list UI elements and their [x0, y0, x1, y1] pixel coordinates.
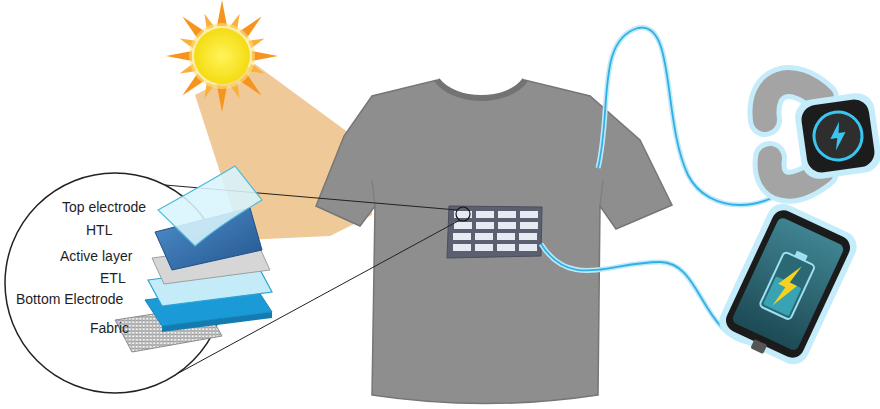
solar-cell	[476, 211, 494, 218]
sun	[166, 0, 278, 112]
layer-stack	[115, 166, 272, 352]
layer-label: Active layer	[60, 248, 132, 264]
shirt-collar	[437, 80, 525, 98]
solar-cell	[520, 222, 538, 229]
solar-cell	[476, 222, 494, 229]
sun-ray	[252, 51, 278, 61]
layer-label: HTL	[86, 222, 112, 238]
layer-label: Fabric	[90, 320, 129, 336]
sun-ray	[217, 86, 227, 112]
sun-ray	[217, 0, 227, 26]
watch-face	[811, 109, 865, 163]
solar-cell	[454, 222, 472, 229]
solar-cell	[453, 244, 471, 251]
solar-cell	[475, 244, 493, 251]
phone-body	[722, 206, 854, 361]
usb-plug	[750, 339, 767, 354]
solar-cell	[519, 233, 537, 240]
watch-case	[800, 98, 877, 175]
phone-screen	[731, 216, 845, 352]
smartwatch	[764, 82, 880, 187]
zoom-marker	[456, 207, 470, 221]
sun-disc	[194, 28, 250, 84]
layer-label: Bottom Electrode	[16, 291, 123, 307]
solar-cell	[497, 233, 515, 240]
solar-cell	[519, 244, 537, 251]
solar-cell	[453, 233, 471, 240]
solar-cell	[475, 233, 493, 240]
t-shirt	[316, 80, 672, 404]
shirt-seam	[372, 180, 603, 206]
phone-glow	[714, 198, 862, 369]
charge-bolt	[769, 260, 806, 311]
panel-cells	[453, 211, 538, 251]
solar-cell	[498, 211, 516, 218]
solar-cell	[498, 222, 516, 229]
sun-glow	[189, 23, 255, 89]
solar-panel	[447, 206, 542, 258]
panel-substrate	[447, 206, 542, 258]
layer-label: Top electrode	[62, 199, 146, 215]
cable-glow	[541, 244, 752, 343]
sun-ray	[166, 51, 192, 61]
solar-cell	[497, 244, 515, 251]
layer-label: ETL	[100, 270, 126, 286]
watch-body	[793, 91, 880, 181]
top-electrode-layer	[158, 166, 262, 246]
battery-icon	[759, 251, 815, 320]
watch-glow	[793, 91, 880, 181]
smartphone	[713, 198, 862, 371]
charge-bolt	[828, 121, 848, 151]
cable	[541, 244, 752, 343]
solar-cell	[520, 211, 538, 218]
